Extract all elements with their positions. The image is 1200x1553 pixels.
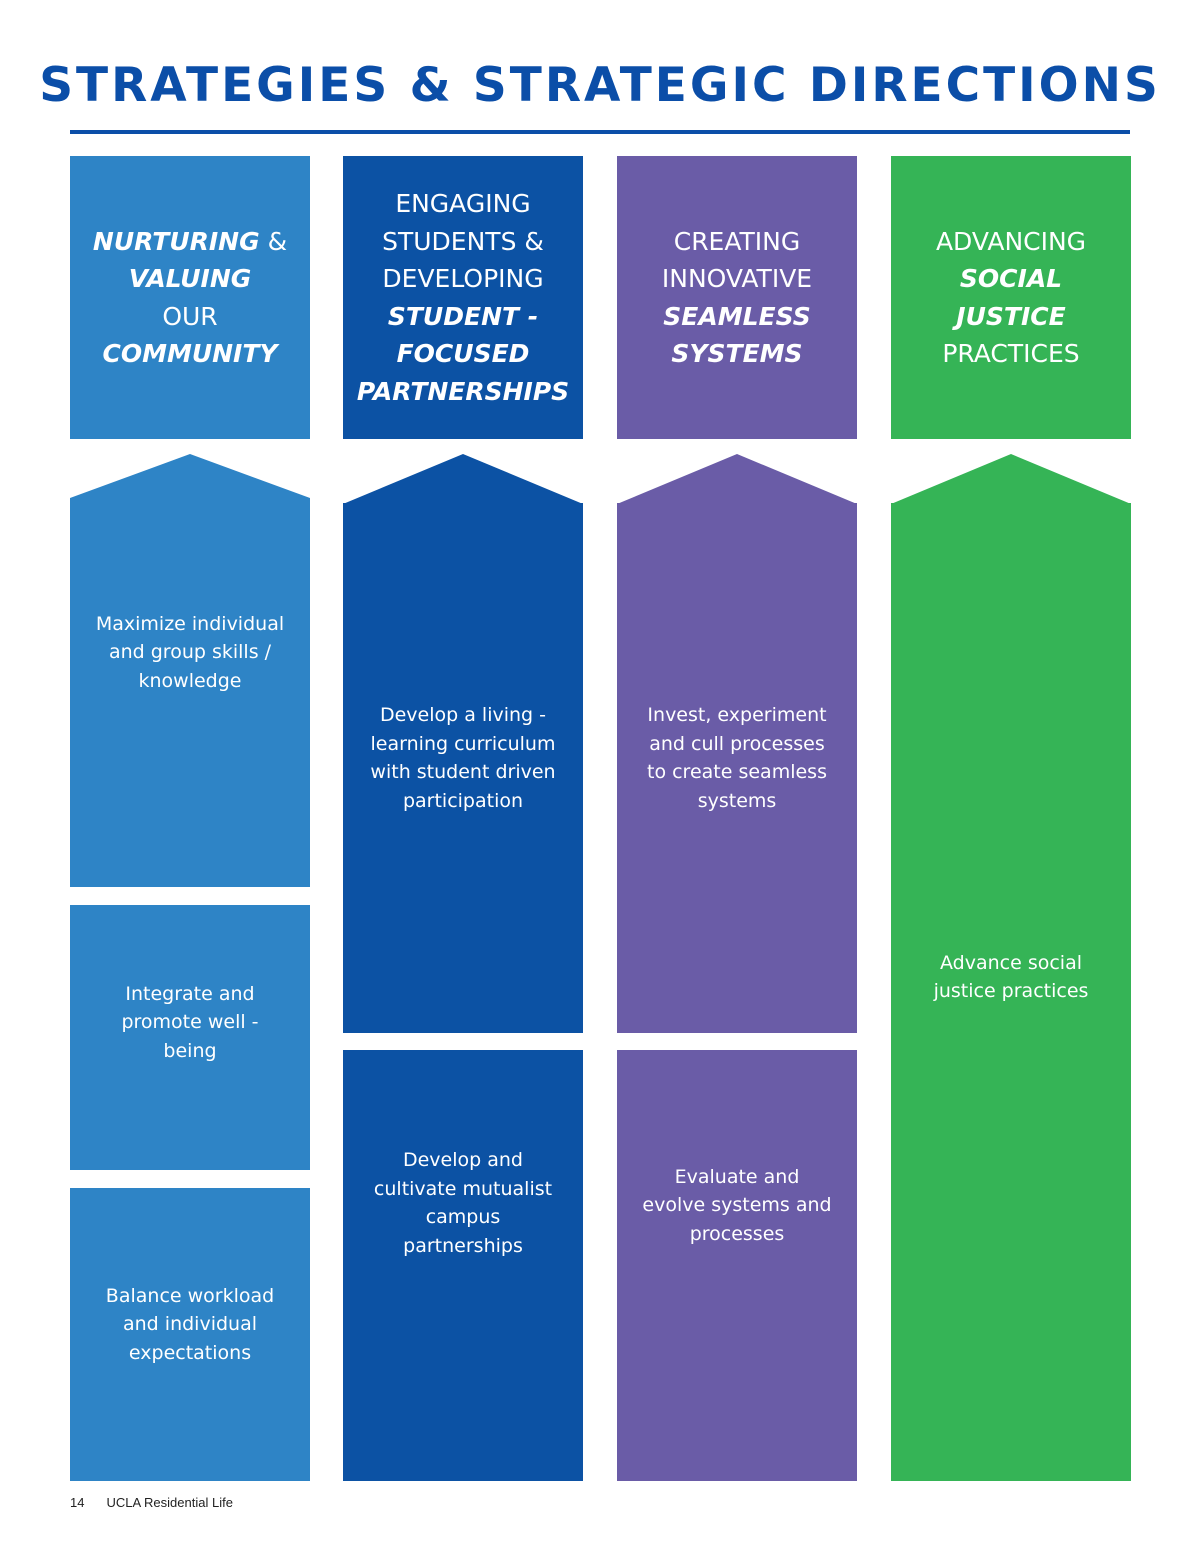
heading-segment: SEAMLESS: [663, 301, 811, 331]
heading-line: NURTURING &: [93, 223, 287, 261]
heading-segment: CREATING: [673, 226, 801, 256]
heading-segment: PRACTICES: [942, 339, 1080, 368]
heading-line: PRACTICES: [942, 335, 1079, 373]
heading-line: JUSTICE: [956, 298, 1065, 336]
strategy-text: Advance social justice practices: [933, 951, 1089, 1003]
arrow-tip: [617, 454, 857, 504]
heading-segment: INNOVATIVE: [661, 264, 813, 293]
column-heading: ADVANCING SOCIAL JUSTICE PRACTICES: [891, 156, 1131, 439]
heading-segment: DEVELOPING: [382, 264, 544, 293]
heading-segment: STUDENTS &: [382, 226, 544, 256]
heading-segment: FOCUSED: [396, 339, 530, 368]
strategy-text: Integrate and promote well - being: [121, 982, 259, 1062]
heading-segment: OUR: [162, 301, 218, 331]
arrow-tip: [891, 454, 1131, 504]
title-rule: [70, 130, 1130, 134]
strategy-text: Maximize individual and group skills / k…: [95, 612, 285, 692]
strategy-box: Evaluate and evolve systems and processe…: [617, 1050, 857, 1481]
arrow-tip: [70, 454, 310, 504]
heading-segment: NURTURING: [92, 226, 260, 256]
heading-line: PARTNERSHIPS: [357, 373, 569, 411]
strategy-box: Develop a living - learning curriculum w…: [343, 503, 583, 1033]
heading-line: COMMUNITY: [102, 335, 277, 373]
heading-segment: JUSTICE: [956, 301, 1066, 331]
heading-line: OUR: [162, 298, 217, 336]
strategy-text: Develop a living - learning curriculum w…: [370, 704, 556, 812]
heading-line: ADVANCING: [936, 223, 1086, 261]
heading-line: SYSTEMS: [671, 335, 802, 373]
heading-segment: VALUING: [128, 264, 252, 293]
column-heading: ENGAGING STUDENTS & DEVELOPING STUDENT - FOC…: [343, 156, 583, 439]
arrow-tip: [343, 454, 583, 504]
page-footer: 14 UCLA Residential Life: [70, 1495, 255, 1510]
column-heading: CREATING INNOVATIVE SEAMLESS SYSTEMS: [617, 156, 857, 439]
heading-segment: PARTNERSHIPS: [356, 376, 570, 406]
heading-line: FOCUSED: [397, 335, 530, 373]
heading-segment: SYSTEMS: [671, 339, 803, 368]
heading-line: VALUING: [129, 260, 252, 298]
heading-line: SOCIAL: [960, 260, 1062, 298]
heading-line: CREATING: [674, 223, 801, 261]
strategy-text: Evaluate and evolve systems and processe…: [642, 1165, 832, 1245]
heading-segment: SOCIAL: [959, 264, 1063, 293]
strategy-text: Invest, experiment and cull processes to…: [647, 704, 827, 812]
strategy-text: Develop and cultivate mutualist campus p…: [373, 1149, 553, 1257]
heading-line: INNOVATIVE: [662, 260, 812, 298]
heading-line: STUDENT -: [388, 298, 538, 336]
heading-line: STUDENTS &: [382, 223, 544, 261]
page-title: STRATEGIES & STRATEGIC DIRECTIONS: [39, 58, 1161, 113]
strategy-box: Integrate and promote well - being: [70, 905, 310, 1170]
heading-line: DEVELOPING: [382, 260, 543, 298]
heading-line: ENGAGING: [395, 185, 530, 223]
strategy-box: Advance social justice practices: [891, 503, 1131, 1481]
heading-segment: ADVANCING: [935, 226, 1087, 256]
strategy-box: Develop and cultivate mutualist campus p…: [343, 1050, 583, 1481]
strategy-box: Balance workload and individual expectat…: [70, 1188, 310, 1481]
strategy-box: Maximize individual and group skills / k…: [70, 498, 310, 887]
heading-line: SEAMLESS: [663, 298, 810, 336]
strategy-text: Balance workload and individual expectat…: [105, 1284, 275, 1364]
heading-segment: STUDENT -: [387, 301, 539, 331]
heading-segment: ENGAGING: [395, 189, 531, 218]
strategy-box: Invest, experiment and cull processes to…: [617, 503, 857, 1033]
publication-name: UCLA Residential Life: [106, 1495, 233, 1510]
heading-segment: &: [259, 226, 288, 256]
heading-segment: COMMUNITY: [102, 339, 278, 368]
page-number: 14: [70, 1495, 85, 1510]
